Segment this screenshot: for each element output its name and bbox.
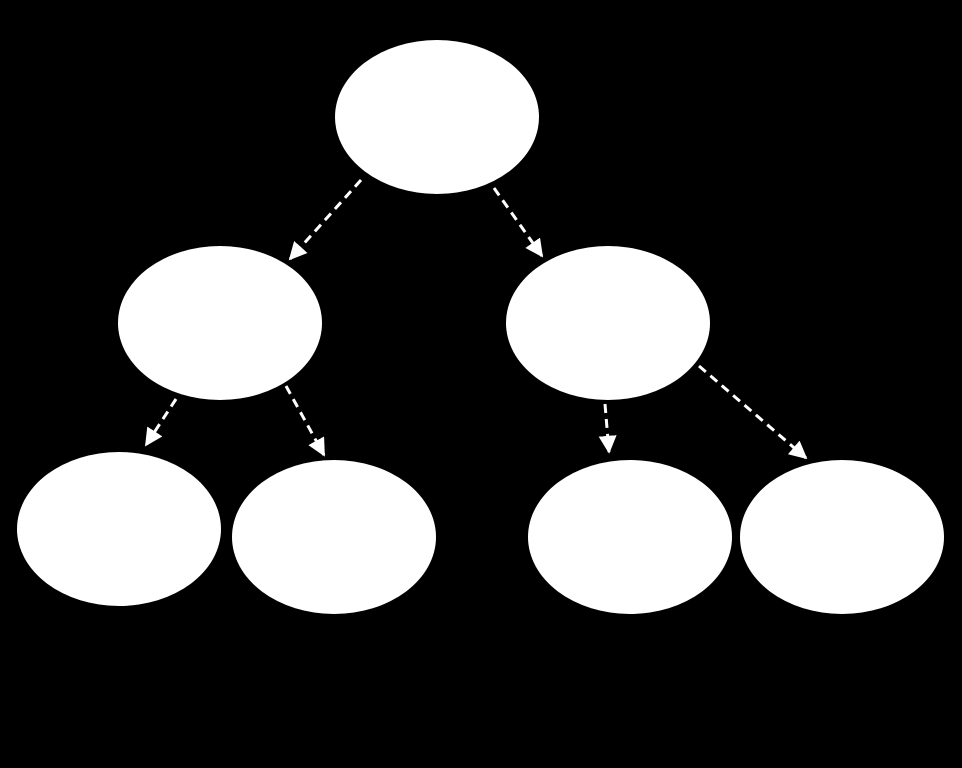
node-right-left	[528, 460, 732, 614]
edge-root-right	[492, 187, 544, 258]
edges-layer	[144, 178, 808, 460]
edge-left-left-left	[144, 398, 178, 447]
node-right	[506, 246, 710, 400]
node-left	[118, 246, 322, 400]
edge-root-left	[288, 178, 363, 261]
node-root	[335, 40, 539, 194]
edge-right-right-right	[698, 364, 808, 460]
nodes-layer	[17, 40, 944, 614]
edge-right-right-left	[598, 403, 617, 454]
node-left-right	[232, 460, 436, 614]
node-left-left	[17, 452, 221, 606]
edge-left-left-right	[284, 385, 326, 457]
node-right-right	[740, 460, 944, 614]
